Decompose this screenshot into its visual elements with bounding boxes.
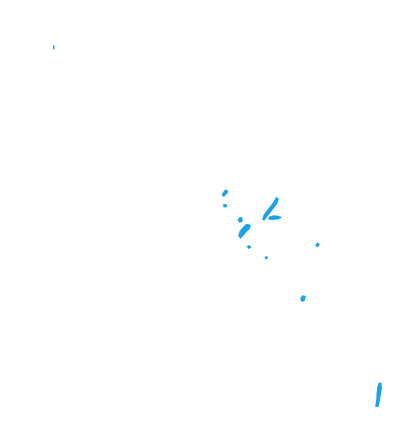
islet-northwest: [52, 45, 55, 50]
island-cluster-central: [237, 216, 251, 239]
island-chain-far-southeast: [375, 382, 382, 408]
islet-south: [264, 256, 268, 260]
island-long-northeast: [262, 196, 279, 221]
island-spur-east: [268, 215, 282, 220]
island-cluster-north: [221, 189, 229, 208]
islet-east: [315, 242, 320, 248]
land-layer: [52, 45, 382, 408]
islet-southeast: [300, 295, 306, 302]
islet-central-south: [246, 245, 252, 249]
